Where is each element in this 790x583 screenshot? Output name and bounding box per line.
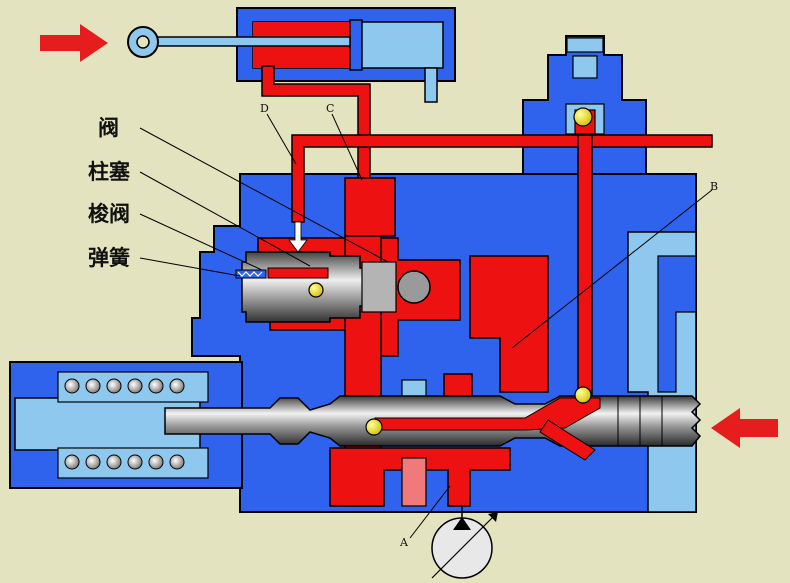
check-ball-icon <box>365 418 383 436</box>
main-spool <box>164 395 702 461</box>
check-ball-icon <box>308 282 324 298</box>
spring-coil <box>169 454 185 470</box>
spring-coil <box>148 378 164 394</box>
label-shuttle-valve: 梭阀 <box>88 202 130 226</box>
label-port-b: B <box>710 180 718 193</box>
label-port-c: C <box>326 102 334 115</box>
input-flow-arrow-icon <box>711 408 778 448</box>
check-ball-icon <box>573 107 593 127</box>
spring-coil <box>64 378 80 394</box>
leader-lines <box>139 113 713 539</box>
spring-coil <box>64 454 80 470</box>
pocket-pink <box>401 457 427 507</box>
label-plunger: 柱塞 <box>88 160 131 184</box>
spring-coil <box>127 454 143 470</box>
label-valve: 阀 <box>98 116 119 140</box>
label-port-d: D <box>260 102 269 115</box>
signal-arrow-icon <box>288 221 308 253</box>
spring-coil <box>85 378 101 394</box>
label-spring: 弹簧 <box>88 246 130 270</box>
spring-coil <box>106 378 122 394</box>
actuator-cylinder <box>127 7 456 103</box>
input-force-arrow-icon <box>40 24 108 62</box>
pump-symbol-icon <box>431 506 499 579</box>
spring-coil <box>127 378 143 394</box>
label-port-a: A <box>399 536 409 549</box>
spring-coil <box>148 454 164 470</box>
spring-coil <box>169 378 185 394</box>
sensing-valve <box>235 251 431 323</box>
spring-coil <box>85 454 101 470</box>
check-ball-icon <box>574 386 592 404</box>
spring-coil <box>106 454 122 470</box>
return-spring-coils <box>64 378 185 470</box>
